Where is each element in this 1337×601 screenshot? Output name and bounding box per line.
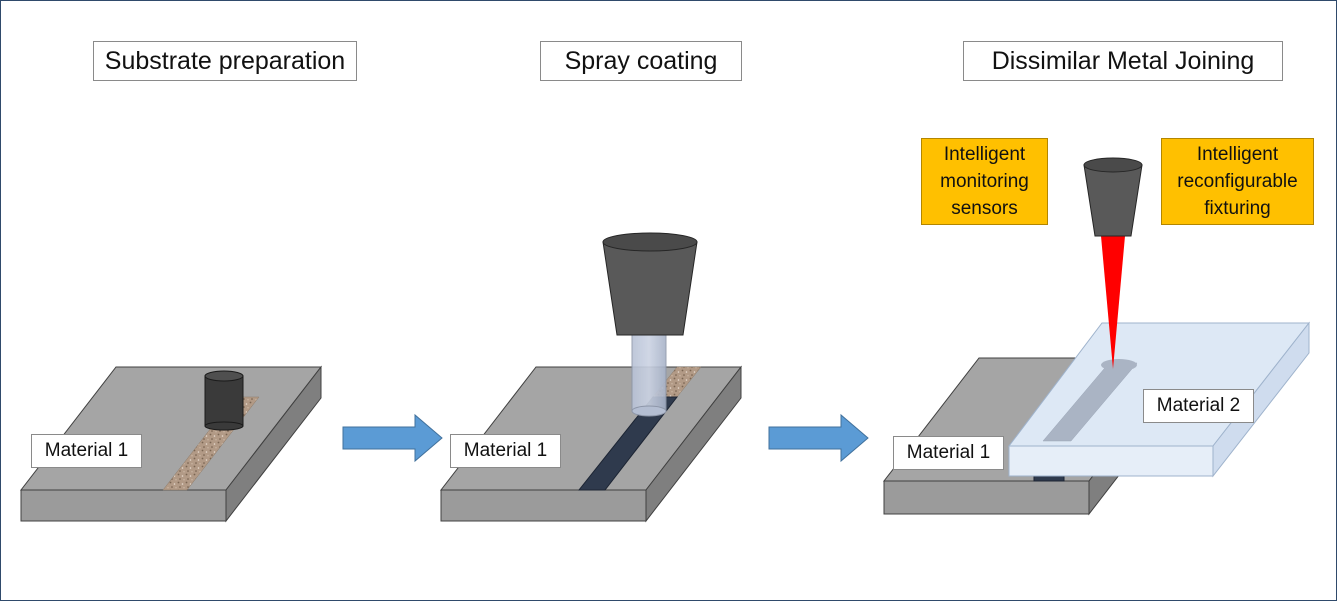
spray-nozzle [602,232,698,336]
callout-sensors-line-3: sensors [951,198,1018,219]
title-dissimilar-metal-joining: Dissimilar Metal Joining [963,41,1283,81]
plate-1-side [225,365,322,523]
title-spray-coating: Spray coating [540,41,742,81]
callout-fixturing-line-1: Intelligent [1196,144,1279,165]
plate-3-front [883,480,1090,515]
weld-spot [1101,359,1137,371]
callout-fixturing-line-2: reconfigurable [1177,171,1298,192]
plate-1-front [20,489,227,522]
callout-intelligent-reconfigurable-fixturing: Intelligent reconfigurable fixturing [1161,138,1314,225]
spray-plume [631,334,667,417]
label-material-1-step2: Material 1 [450,434,561,468]
callout-fixturing-line-3: fixturing [1204,198,1271,219]
weld-track [1042,362,1138,442]
callout-intelligent-monitoring-sensors: Intelligent monitoring sensors [921,138,1048,225]
laser-head [1083,157,1143,237]
label-material-1-step1: Material 1 [31,434,142,468]
plate-m2-front [1008,445,1214,477]
label-material-2: Material 2 [1143,389,1254,423]
plate-2-side [645,365,742,523]
laser-beam [1101,236,1125,369]
label-material-1-step3: Material 1 [893,436,1004,470]
process-arrow-2 [768,413,869,463]
plate-2-front [440,489,647,522]
grit-blast-tool [204,370,244,431]
process-arrow-1 [342,413,443,463]
callout-sensors-line-1: Intelligent [943,144,1026,165]
coating-layer [577,396,679,491]
plate-m2-side [1212,321,1310,478]
callout-sensors-line-2: monitoring [940,171,1029,192]
title-substrate-preparation: Substrate preparation [93,41,357,81]
